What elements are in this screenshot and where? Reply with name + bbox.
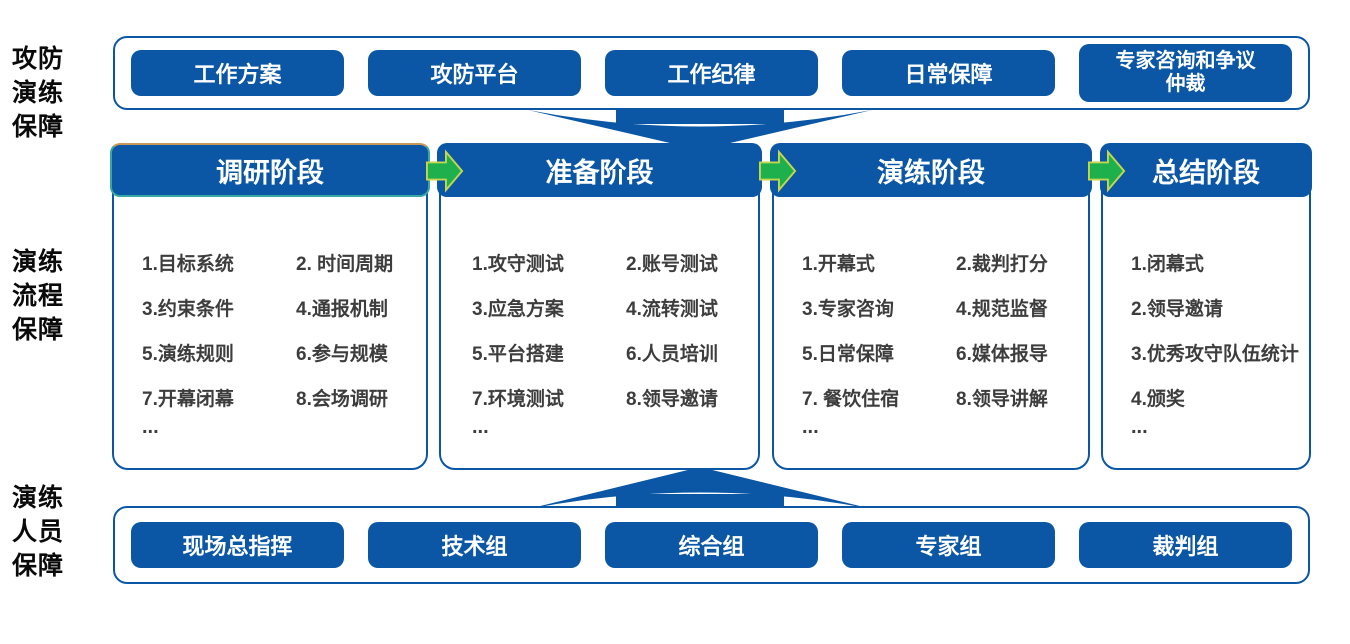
phase-items-exercise: 1.开幕式 2.裁判打分 3.专家咨询 4.规范监督 5.日常保障 6.媒体报导… bbox=[802, 240, 1048, 420]
phase-item: 5.日常保障 bbox=[802, 344, 894, 365]
phase-item: 1.闭幕式 bbox=[1131, 254, 1204, 275]
phase-header-research: 调研阶段 bbox=[110, 143, 430, 197]
phase-title: 调研阶段 bbox=[216, 157, 324, 188]
node-work-plan: 工作方案 bbox=[131, 50, 344, 96]
phase-item: 3.约束条件 bbox=[142, 299, 234, 320]
blue-up-arrow-icon bbox=[528, 467, 872, 510]
phase-header-exercise: 演练阶段 bbox=[770, 143, 1092, 197]
side-label-personnel-support: 演练 人员 保障 bbox=[12, 484, 65, 580]
phase-header-summary: 总结阶段 bbox=[1100, 143, 1312, 197]
phase-item: 4.颁奖 bbox=[1131, 389, 1185, 410]
node-label: 专家咨询和争议仲裁 bbox=[1115, 50, 1256, 95]
phase-item: 6.媒体报导 bbox=[956, 344, 1048, 365]
node-label: 攻防平台 bbox=[430, 62, 519, 87]
side-label-process-support: 演练 流程 保障 bbox=[12, 248, 65, 344]
phase-item: 2.账号测试 bbox=[626, 254, 718, 275]
node-technical-group: 技术组 bbox=[368, 522, 581, 568]
phase-title: 总结阶段 bbox=[1152, 157, 1260, 188]
node-work-discipline: 工作纪律 bbox=[605, 50, 818, 96]
phase-item: 5.平台搭建 bbox=[472, 344, 564, 365]
phase-body-preparation bbox=[439, 170, 760, 470]
green-right-arrow-icon bbox=[426, 149, 464, 193]
phase-item: 6.人员培训 bbox=[626, 344, 718, 365]
blue-down-arrow-icon bbox=[528, 109, 872, 150]
node-site-commander: 现场总指挥 bbox=[131, 522, 344, 568]
phase-item: 8.会场调研 bbox=[296, 389, 388, 410]
node-label: 裁判组 bbox=[1152, 534, 1219, 559]
phase-item: 2.裁判打分 bbox=[956, 254, 1048, 275]
phase-title: 准备阶段 bbox=[545, 157, 654, 188]
node-label: 专家组 bbox=[915, 534, 982, 559]
phase-item: 7. 餐饮住宿 bbox=[802, 389, 900, 410]
side-label-attack-defense-support: 攻防 演练 保障 bbox=[12, 45, 65, 141]
node-expert-consult-arbitration: 专家咨询和争议仲裁 bbox=[1079, 44, 1292, 102]
phase-items-summary: 1.闭幕式 2.领导邀请 3.优秀攻守队伍统计 4.颁奖 bbox=[1131, 240, 1299, 420]
phase-header-preparation: 准备阶段 bbox=[437, 143, 762, 197]
phase-more: ... bbox=[1131, 416, 1148, 438]
phase-item: 8.领导讲解 bbox=[956, 389, 1048, 410]
node-daily-support: 日常保障 bbox=[842, 50, 1055, 96]
node-attack-defense-platform: 攻防平台 bbox=[368, 50, 581, 96]
phase-item: 5.演练规则 bbox=[142, 344, 234, 365]
phase-item: 3.优秀攻守队伍统计 bbox=[1131, 344, 1299, 365]
node-expert-group: 专家组 bbox=[842, 522, 1055, 568]
node-label: 工作纪律 bbox=[667, 62, 756, 87]
phase-item: 1.目标系统 bbox=[142, 254, 234, 275]
phase-item: 3.应急方案 bbox=[472, 299, 564, 320]
node-referee-group: 裁判组 bbox=[1079, 522, 1292, 568]
phase-item: 2. 时间周期 bbox=[296, 254, 394, 275]
phase-item: 8.领导邀请 bbox=[626, 389, 718, 410]
personnel-row-bottom: 现场总指挥 技术组 综合组 专家组 裁判组 bbox=[113, 506, 1310, 584]
node-label: 现场总指挥 bbox=[182, 534, 293, 559]
phase-item: 2.领导邀请 bbox=[1131, 299, 1223, 320]
phase-item: 1.攻守测试 bbox=[472, 254, 564, 275]
green-right-arrow-icon bbox=[759, 149, 797, 193]
phase-item: 7.开幕闭幕 bbox=[142, 389, 234, 410]
node-label: 日常保障 bbox=[904, 62, 993, 87]
node-label: 工作方案 bbox=[193, 62, 282, 87]
phase-item: 4.通报机制 bbox=[296, 299, 388, 320]
phase-item: 4.流转测试 bbox=[626, 299, 718, 320]
phase-items-preparation: 1.攻守测试 2.账号测试 3.应急方案 4.流转测试 5.平台搭建 6.人员培… bbox=[472, 240, 718, 420]
phase-more: ... bbox=[802, 416, 819, 438]
phase-more: ... bbox=[472, 416, 489, 438]
node-comprehensive-group: 综合组 bbox=[605, 522, 818, 568]
phase-item: 1.开幕式 bbox=[802, 254, 875, 275]
phase-items-research: 1.目标系统 2. 时间周期 3.约束条件 4.通报机制 5.演练规则 6.参与… bbox=[142, 240, 393, 420]
phase-item: 3.专家咨询 bbox=[802, 299, 894, 320]
green-right-arrow-icon bbox=[1088, 149, 1126, 193]
phase-item: 4.规范监督 bbox=[956, 299, 1048, 320]
phase-more: ... bbox=[142, 416, 159, 438]
node-label: 技术组 bbox=[441, 534, 508, 559]
support-row-top: 工作方案 攻防平台 工作纪律 日常保障 专家咨询和争议仲裁 bbox=[113, 36, 1310, 110]
phase-title: 演练阶段 bbox=[877, 157, 985, 188]
phase-item: 7.环境测试 bbox=[472, 389, 564, 410]
node-label: 综合组 bbox=[678, 534, 745, 559]
phase-item: 6.参与规模 bbox=[296, 344, 388, 365]
